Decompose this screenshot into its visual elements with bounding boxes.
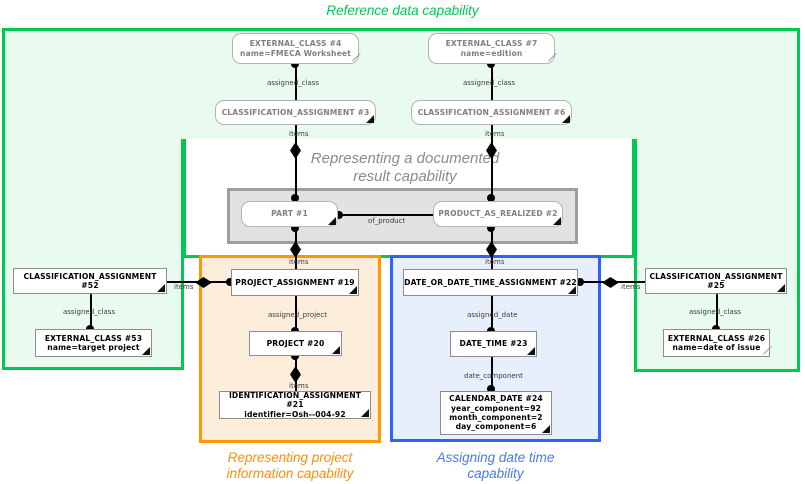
- node-label: IDENTIFICATION_ASSIGNMENT #21 identifier…: [228, 390, 362, 419]
- dogear-icon: [562, 115, 570, 123]
- edge-label-items-6-2: items: [485, 130, 505, 138]
- node-product-as-realized-2[interactable]: PRODUCT_AS_REALIZED #2: [433, 201, 563, 227]
- edge-label-items-20-21: items: [289, 382, 309, 390]
- edge-label-assigned-project: assigned_project: [268, 311, 327, 319]
- dogear-icon: [527, 347, 535, 355]
- node-label: CLASSIFICATION_ASSIGNMENT #3: [221, 107, 370, 117]
- edge-line-of-product: [338, 214, 434, 216]
- edge-endpoint-dot: [226, 278, 234, 286]
- node-label: DATE_TIME #23: [459, 339, 528, 349]
- node-external-class-26[interactable]: EXTERNAL_CLASS #26 name=date of issue: [663, 329, 770, 357]
- caption-date-time: Assigning date time capability: [436, 450, 555, 481]
- dogear-icon: [542, 425, 550, 433]
- edge-endpoint-dot: [487, 194, 495, 202]
- aggregation-diamond: [195, 277, 212, 288]
- edge-endpoint-dot: [487, 224, 495, 232]
- node-classification-assignment-6[interactable]: CLASSIFICATION_ASSIGNMENT #6: [411, 100, 572, 125]
- aggregation-diamond: [486, 241, 497, 258]
- region-reference-data: [2, 28, 800, 142]
- dogear-icon: [545, 54, 553, 62]
- aggregation-diamond: [602, 277, 619, 288]
- node-label: CALENDAR_DATE #24 year_component=92 mont…: [449, 394, 543, 432]
- edge-line-assigned-class-52-53: [90, 294, 92, 330]
- dogear-icon: [553, 217, 561, 225]
- node-label: EXTERNAL_CLASS #4 name=FMECA Worksheet: [240, 39, 351, 58]
- edge-line-assigned-class-25-26: [716, 294, 718, 330]
- edge-endpoint-dot: [291, 194, 299, 202]
- node-label: PART #1: [271, 209, 308, 219]
- node-label: DATE_OR_DATE_TIME_ASSIGNMENT #22: [404, 277, 577, 287]
- edge-label-assigned-date: assigned_date: [467, 311, 518, 319]
- node-part-1[interactable]: PART #1: [241, 201, 338, 227]
- node-label: CLASSIFICATION_ASSIGNMENT #52: [23, 271, 157, 290]
- edge-endpoint-dot: [487, 60, 495, 68]
- dogear-icon: [349, 286, 357, 294]
- edge-label-items-1-19: items: [289, 258, 309, 266]
- dogear-icon: [361, 409, 369, 417]
- dogear-icon: [568, 286, 576, 294]
- node-classification-assignment-3[interactable]: CLASSIFICATION_ASSIGNMENT #3: [215, 100, 376, 125]
- node-external-class-7[interactable]: EXTERNAL_CLASS #7 name=edition: [428, 33, 555, 64]
- edge-endpoint-dot: [291, 224, 299, 232]
- aggregation-diamond: [290, 241, 301, 258]
- node-label: EXTERNAL_CLASS #53 name=target project: [44, 333, 143, 352]
- edge-label-items-3-1: items: [289, 130, 309, 138]
- dogear-icon: [777, 284, 785, 292]
- dogear-icon: [142, 347, 150, 355]
- node-project-20[interactable]: PROJECT #20: [249, 331, 342, 356]
- edge-endpoint-dot: [335, 211, 343, 219]
- node-external-class-4[interactable]: EXTERNAL_CLASS #4 name=FMECA Worksheet: [232, 33, 359, 64]
- caption-documented-result: Representing a documented result capabil…: [310, 150, 500, 185]
- node-calendar-date-24[interactable]: CALENDAR_DATE #24 year_component=92 mont…: [440, 391, 552, 435]
- edge-line-assigned-date: [491, 296, 493, 332]
- node-date-or-date-time-assignment-22[interactable]: DATE_OR_DATE_TIME_ASSIGNMENT #22: [403, 269, 578, 296]
- edge-endpoint-dot: [291, 352, 299, 360]
- aggregation-diamond: [290, 142, 301, 159]
- node-classification-assignment-52[interactable]: CLASSIFICATION_ASSIGNMENT #52: [13, 268, 167, 294]
- edge-line-items-6-2: [491, 124, 493, 206]
- dogear-icon: [760, 347, 768, 355]
- node-label: CLASSIFICATION_ASSIGNMENT #25: [649, 271, 783, 290]
- edge-label-items-25-22: items: [621, 283, 641, 291]
- edge-label-date-component: date_component: [464, 372, 523, 380]
- edge-label-items-52-19: items: [174, 283, 194, 291]
- node-label: PROJECT #20: [266, 338, 325, 348]
- edge-line-assigned-project: [295, 296, 297, 332]
- node-label: PROJECT_ASSIGNMENT #19: [235, 277, 355, 287]
- edge-endpoint-dot: [487, 385, 495, 393]
- caption-project-information: Representing project information capabil…: [226, 450, 354, 481]
- caption-reference-data: Reference data capability: [326, 3, 479, 18]
- dogear-icon: [157, 284, 165, 292]
- edge-label-assigned-class-7-6: assigned_class: [463, 79, 516, 87]
- edge-line-items-3-1: [295, 124, 297, 206]
- dogear-icon: [366, 115, 374, 123]
- edge-endpoint-dot: [576, 278, 584, 286]
- dogear-icon: [349, 54, 357, 62]
- edge-label-assigned-class-4-3: assigned_class: [267, 79, 320, 87]
- edge-line-assigned-class-7-6: [491, 64, 493, 100]
- edge-label-items-2-22: items: [485, 258, 505, 266]
- edge-label-assigned-class-52-53: assigned_class: [63, 308, 116, 316]
- node-label: EXTERNAL_CLASS #26 name=date of issue: [667, 333, 766, 352]
- node-classification-assignment-25[interactable]: CLASSIFICATION_ASSIGNMENT #25: [645, 268, 787, 294]
- dogear-icon: [328, 217, 336, 225]
- node-project-assignment-19[interactable]: PROJECT_ASSIGNMENT #19: [231, 269, 359, 296]
- node-date-time-23[interactable]: DATE_TIME #23: [450, 331, 537, 357]
- node-label: EXTERNAL_CLASS #7 name=edition: [445, 39, 538, 58]
- edge-line-date-component: [491, 357, 493, 391]
- node-label: CLASSIFICATION_ASSIGNMENT #6: [417, 107, 566, 117]
- edge-label-assigned-class-25-26: assigned_class: [689, 308, 742, 316]
- edge-label-of-product: of_product: [368, 217, 406, 225]
- aggregation-diamond: [290, 366, 301, 383]
- node-label: PRODUCT_AS_REALIZED #2: [438, 209, 558, 219]
- aggregation-diamond: [486, 142, 497, 159]
- dogear-icon: [332, 346, 340, 354]
- region-join-mask: [186, 139, 632, 145]
- node-identification-assignment-21[interactable]: IDENTIFICATION_ASSIGNMENT #21 identifier…: [219, 391, 371, 419]
- edge-endpoint-dot: [291, 60, 299, 68]
- edge-line-assigned-class-4-3: [295, 64, 297, 100]
- node-external-class-53[interactable]: EXTERNAL_CLASS #53 name=target project: [35, 329, 152, 357]
